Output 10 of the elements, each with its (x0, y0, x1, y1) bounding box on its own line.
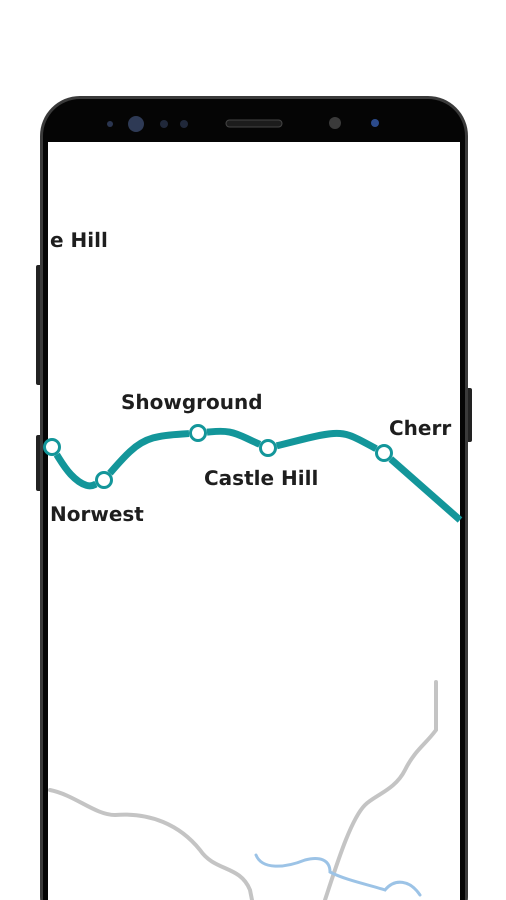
metro-line-segment (54, 452, 98, 490)
station-name: Showground (121, 390, 263, 414)
station-name: Cherr (389, 416, 452, 440)
metro-line-segment (276, 430, 378, 452)
station-name: Castle Hill (204, 466, 318, 490)
metro-line-segment (388, 456, 462, 523)
metro-line-segment (107, 430, 190, 476)
station-name: Norwest (50, 502, 144, 526)
station-name: e Hill (50, 228, 108, 252)
metro-line-segment (206, 428, 262, 448)
